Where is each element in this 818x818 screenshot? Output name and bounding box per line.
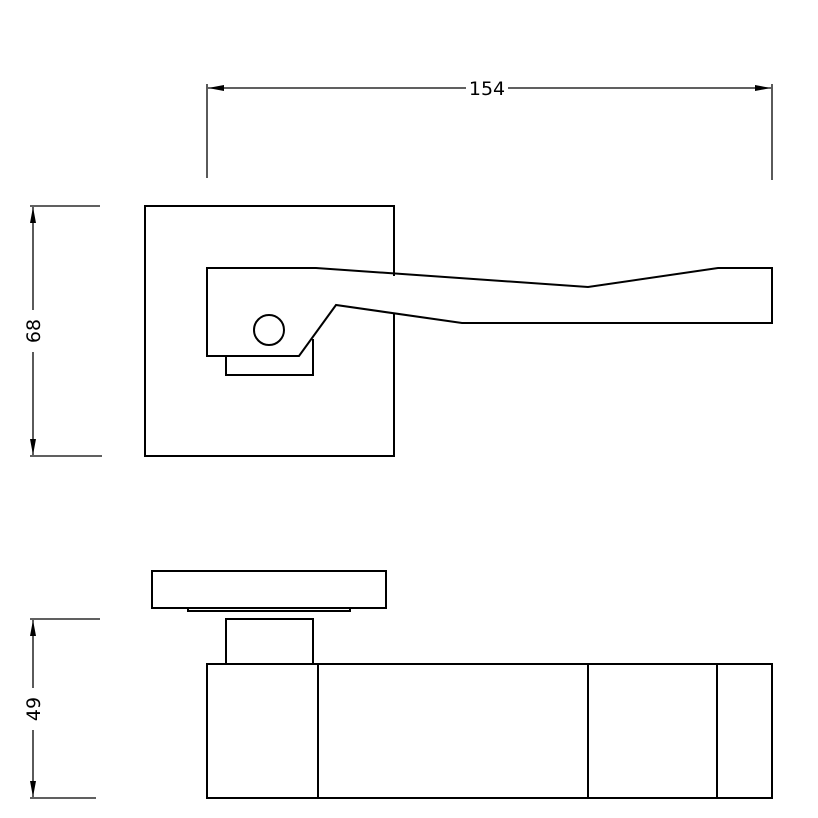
- spindle-block: [225, 339, 314, 376]
- height-dimension: 68: [23, 205, 102, 457]
- depth-dimension: 49: [23, 618, 100, 799]
- side-view: [151, 570, 773, 799]
- spindle-neck: [225, 618, 314, 665]
- rose-plate: [144, 205, 395, 457]
- lever-outline: [206, 267, 773, 357]
- rose-base-strip: [187, 607, 351, 612]
- grub-screw-hole: [253, 314, 285, 346]
- rose-plate-side: [151, 570, 387, 609]
- lever-side: [206, 663, 773, 799]
- front-view: [144, 205, 773, 457]
- width-label: 154: [469, 78, 505, 100]
- width-dimension: 154: [206, 78, 773, 180]
- depth-label: 49: [23, 697, 45, 721]
- height-label: 68: [23, 319, 45, 343]
